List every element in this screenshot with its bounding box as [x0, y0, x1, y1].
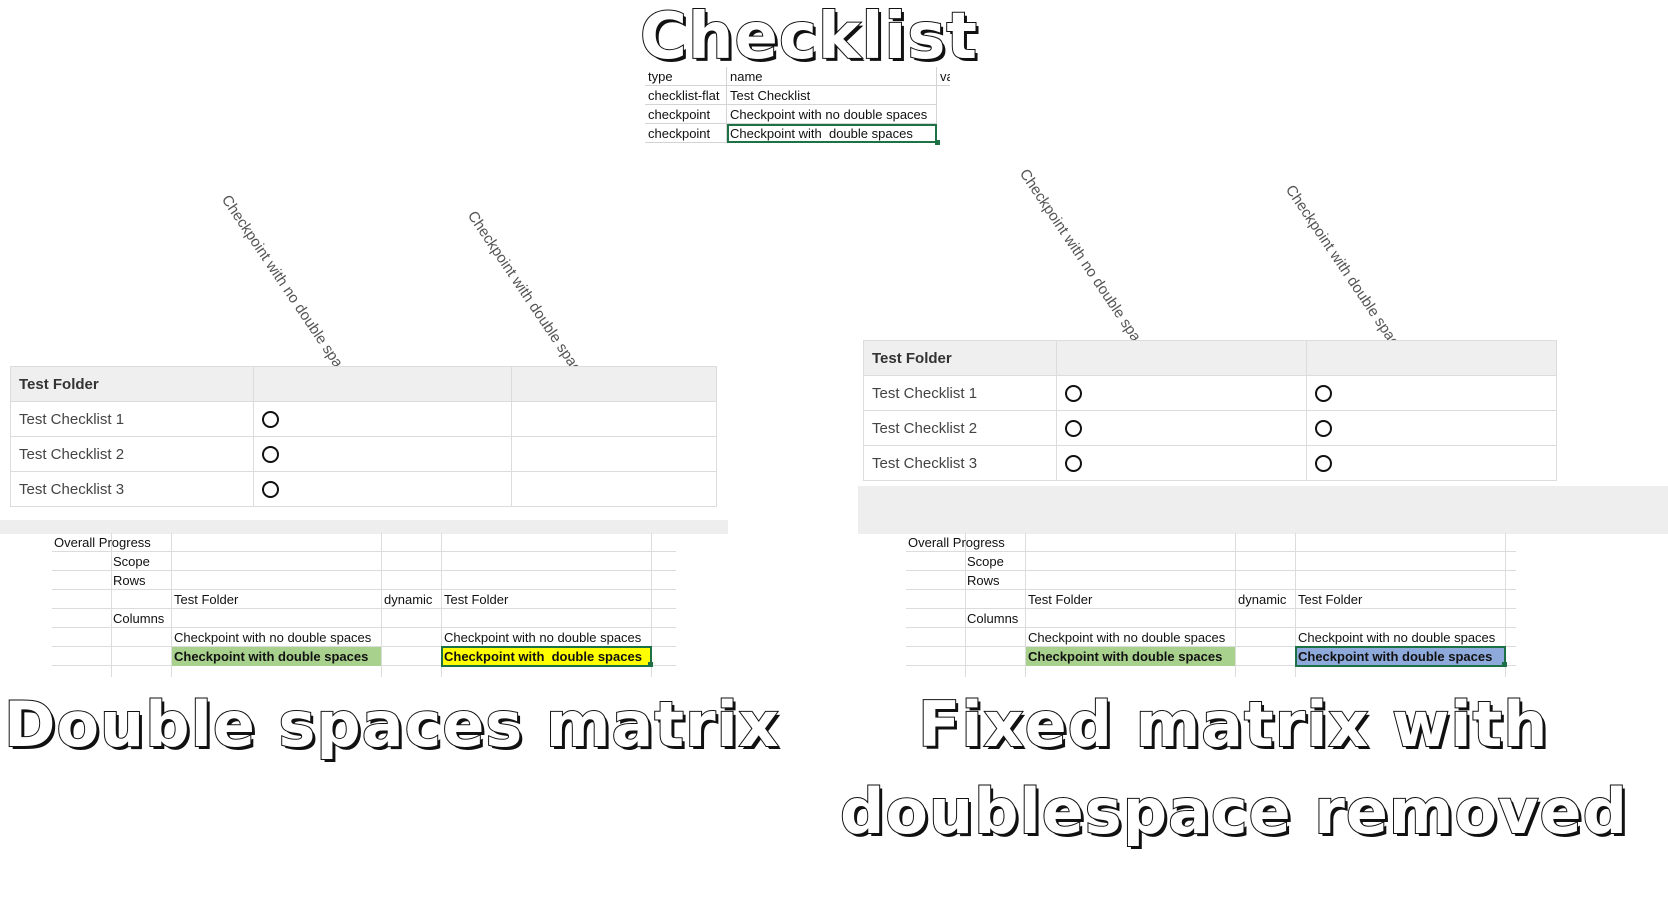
checkpoint-a2[interactable]: Checkpoint with double spaces: [174, 649, 369, 664]
left-col-header-1: Checkpoint with no double spaces: [217, 192, 360, 391]
row-label: Test Checklist 3: [863, 445, 1057, 481]
matrix-cell[interactable]: [1056, 375, 1307, 411]
col-header-cell: [1056, 340, 1307, 376]
row-label: Test Checklist 3: [10, 471, 254, 507]
radio-icon[interactable]: [262, 445, 279, 463]
fill-handle[interactable]: [648, 662, 653, 667]
radio-icon[interactable]: [262, 410, 279, 428]
matrix-cell[interactable]: [1056, 410, 1307, 446]
header-name[interactable]: name: [727, 67, 937, 86]
radio-icon[interactable]: [1315, 419, 1332, 437]
columns-label[interactable]: Columns: [967, 611, 1019, 626]
matrix-cell[interactable]: [1306, 375, 1557, 411]
row2-type[interactable]: checkpoint: [645, 105, 727, 124]
highlight-a: [172, 647, 381, 666]
checkpoint-a2[interactable]: Checkpoint with double spaces: [1028, 649, 1223, 664]
checkpoint-b2-selected[interactable]: Checkpoint with double spaces: [1298, 649, 1493, 664]
matrix-cell[interactable]: [253, 401, 512, 437]
row3-name-selected[interactable]: Checkpoint with double spaces: [727, 124, 937, 143]
right-col-header-1: Checkpoint with no double spaces: [1015, 166, 1158, 365]
radio-icon[interactable]: [1315, 384, 1332, 402]
rows-label[interactable]: Rows: [113, 573, 146, 588]
checkpoint-b1[interactable]: Checkpoint with no double spaces: [444, 630, 642, 645]
right-footer-band: [858, 486, 1668, 534]
highlight-b: [1295, 646, 1506, 667]
folder-b-label[interactable]: Test Folder: [444, 592, 509, 607]
fixed-matrix-title-line2: doublespace removed: [839, 774, 1628, 849]
checklist-spreadsheet: type name va checklist-flat Test Checkli…: [645, 67, 950, 151]
double-spaces-matrix-title: Double spaces matrix: [3, 687, 780, 762]
highlight-b: [441, 646, 652, 667]
left-matrix-table: Test Folder Test Checklist 1 Test Checkl…: [10, 366, 717, 507]
radio-icon[interactable]: [1065, 384, 1082, 402]
checkpoint-a1[interactable]: Checkpoint with no double spaces: [174, 630, 372, 645]
checkpoint-b1[interactable]: Checkpoint with no double spaces: [1298, 630, 1496, 645]
right-col-header-2: Checkpoint with double spaces: [1281, 182, 1412, 363]
checkpoint-b2-selected[interactable]: Checkpoint with double spaces: [444, 649, 642, 664]
row1-name[interactable]: Test Checklist: [727, 86, 937, 105]
folder-b-label[interactable]: Test Folder: [1298, 592, 1363, 607]
row-label: Test Checklist 1: [10, 401, 254, 437]
right-config-grid: Overall Progress Scope Rows Test Folder …: [906, 533, 1516, 677]
matrix-cell-empty: [511, 436, 717, 472]
left-col-header-2: Checkpoint with double spaces: [463, 208, 594, 389]
row-label: Test Checklist 1: [863, 375, 1057, 411]
overall-progress-label[interactable]: Overall Progress: [54, 535, 151, 550]
fixed-matrix-title-line1: Fixed matrix with: [917, 687, 1549, 762]
scope-label[interactable]: Scope: [967, 554, 1004, 569]
folder-a-label[interactable]: Test Folder: [1028, 592, 1093, 607]
matrix-cell[interactable]: [1056, 445, 1307, 481]
matrix-cell[interactable]: [1306, 445, 1557, 481]
columns-label[interactable]: Columns: [113, 611, 165, 626]
row1-type[interactable]: checklist-flat: [645, 86, 727, 105]
matrix-cell-empty: [511, 471, 717, 507]
folder-header: Test Folder: [10, 366, 254, 402]
row2-name[interactable]: Checkpoint with no double spaces: [727, 105, 937, 124]
dynamic-label[interactable]: dynamic: [1238, 592, 1287, 607]
overall-progress-label[interactable]: Overall Progress: [908, 535, 1005, 550]
radio-icon[interactable]: [262, 480, 279, 498]
checklist-title: Checklist: [639, 0, 978, 75]
col-header-cell: [1306, 340, 1557, 376]
fill-handle[interactable]: [935, 140, 940, 145]
radio-icon[interactable]: [1315, 454, 1332, 472]
header-value[interactable]: va: [937, 67, 950, 86]
col-header-cell: [511, 366, 717, 402]
scope-label[interactable]: Scope: [113, 554, 150, 569]
row-label: Test Checklist 2: [863, 410, 1057, 446]
matrix-cell[interactable]: [253, 436, 512, 472]
dynamic-label[interactable]: dynamic: [384, 592, 433, 607]
left-config-grid: Overall Progress Scope Rows Test Folder …: [52, 533, 676, 677]
checkpoint-a1[interactable]: Checkpoint with no double spaces: [1028, 630, 1226, 645]
rows-label[interactable]: Rows: [967, 573, 1000, 588]
radio-icon[interactable]: [1065, 454, 1082, 472]
highlight-a: [1026, 647, 1235, 666]
col-header-cell: [253, 366, 512, 402]
row3-type[interactable]: checkpoint: [645, 124, 727, 143]
right-matrix-table: Test Folder Test Checklist 1 Test Checkl…: [863, 340, 1557, 481]
matrix-cell[interactable]: [1306, 410, 1557, 446]
matrix-cell[interactable]: [253, 471, 512, 507]
radio-icon[interactable]: [1065, 419, 1082, 437]
fill-handle[interactable]: [1502, 662, 1507, 667]
header-type[interactable]: type: [645, 67, 727, 86]
row-label: Test Checklist 2: [10, 436, 254, 472]
folder-a-label[interactable]: Test Folder: [174, 592, 239, 607]
matrix-cell-empty: [511, 401, 717, 437]
folder-header: Test Folder: [863, 340, 1057, 376]
left-footer-band: [0, 520, 728, 534]
